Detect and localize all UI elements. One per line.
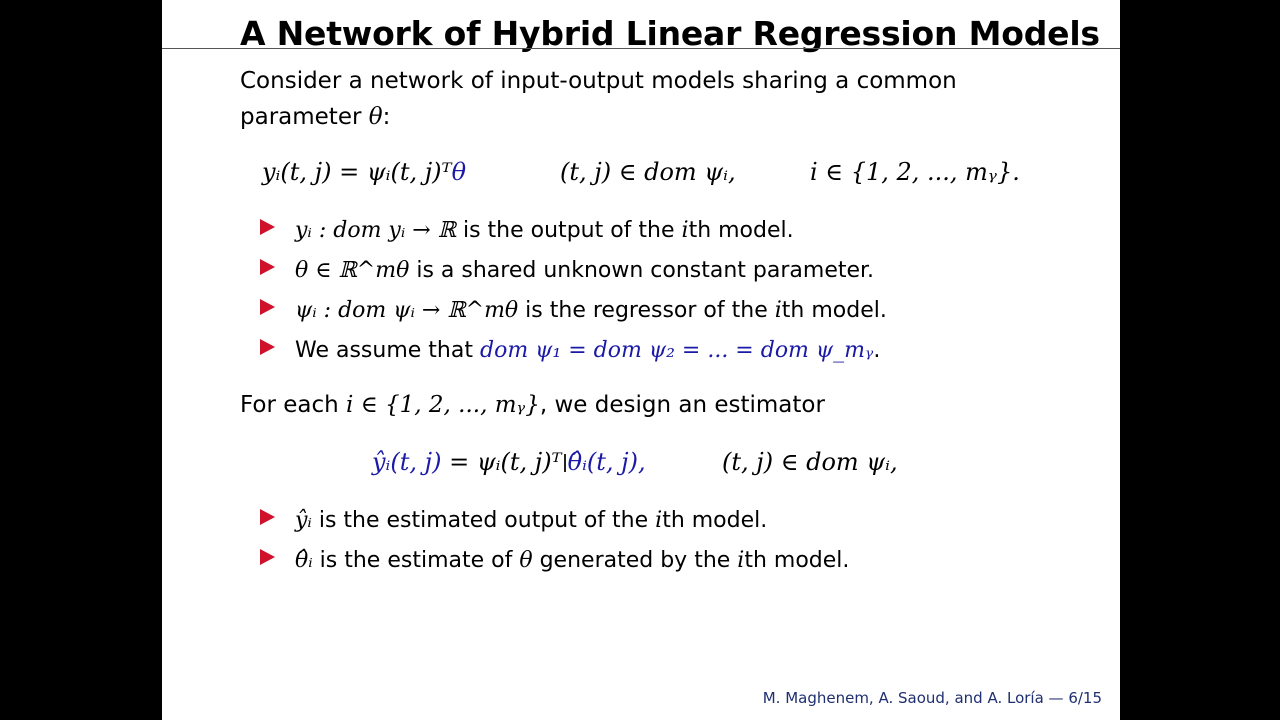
bullet-output: yᵢ : dom yᵢ → ℝ is the output of the ith… <box>260 218 794 243</box>
bullet-output-i: i <box>681 218 689 243</box>
bullet-estimated-output: ŷᵢ is the estimated output of the ith mo… <box>260 508 767 533</box>
eq1-left: yᵢ(t, j) = ψᵢ(t, j)ᵀ <box>262 158 452 186</box>
bullet-regressor-text: is the regressor of the <box>518 298 775 323</box>
bullet-triangle-icon <box>260 219 275 235</box>
bullet-triangle-icon <box>260 339 275 355</box>
for-each-text: For each <box>240 392 347 418</box>
bullet-triangle-icon <box>260 259 275 275</box>
footer-authors-page: M. Maghenem, A. Saoud, and A. Loría — 6/… <box>762 689 1102 707</box>
eq1-domain: (t, j) ∈ dom ψᵢ, <box>560 158 736 186</box>
bullet-est-theta-tail: th model. <box>744 548 850 573</box>
eq2-yhat: ŷᵢ(t, j) <box>372 448 442 476</box>
equation-model: yᵢ(t, j) = ψᵢ(t, j)ᵀθ <box>262 158 466 186</box>
bullet-parameter-math: θ ∈ ℝ^mθ <box>295 258 410 283</box>
bullet-assumption-tail: . <box>873 338 881 363</box>
bullet-output-tail: th model. <box>688 218 794 243</box>
bullet-assumption-text: We assume that <box>295 338 480 363</box>
bullet-est-theta-text: is the estimate of <box>312 548 520 573</box>
eq2-thetahat: θ̂ᵢ(t, j), <box>567 448 646 476</box>
title-divider <box>162 48 1120 49</box>
bullet-triangle-icon <box>260 509 275 525</box>
slide-title: A Network of Hybrid Linear Regression Mo… <box>240 14 1100 53</box>
bullet-regressor: ψᵢ : dom ψᵢ → ℝ^mθ is the regressor of t… <box>260 298 887 323</box>
intro-line-2: parameter θ: <box>240 104 390 130</box>
for-each-line: For each i ∈ {1, 2, ..., mᵧ}, we design … <box>240 392 825 418</box>
bullet-est-output-tail: th model. <box>662 508 768 533</box>
for-each-tail: , we design an estimator <box>539 392 825 418</box>
bullet-est-theta-i: i <box>737 548 745 573</box>
bullet-regressor-tail: th model. <box>781 298 887 323</box>
bullet-parameter-text: is a shared unknown constant parameter. <box>409 258 875 283</box>
bullet-est-output-math: ŷᵢ <box>295 508 312 533</box>
bullet-assumption-math: dom ψ₁ = dom ψ₂ = ... = dom ψ_mᵧ <box>479 338 874 363</box>
intro-line-2-end: : <box>382 104 391 130</box>
text-cursor-icon <box>563 454 566 472</box>
eq2-domain: (t, j) ∈ dom ψᵢ, <box>722 448 898 476</box>
bullet-regressor-i: i <box>774 298 782 323</box>
eq1-domain-text: (t, j) ∈ dom ψᵢ, <box>560 158 736 186</box>
bullet-output-text: is the output of the <box>456 218 682 243</box>
bullet-est-theta-text2: generated by the <box>532 548 738 573</box>
bullet-estimate-theta: θ̂ᵢ is the estimate of θ generated by th… <box>260 548 849 573</box>
eq1-index-set: i ∈ {1, 2, ..., mᵧ}. <box>810 158 1020 186</box>
bullet-est-output-text: is the estimated output of the <box>311 508 656 533</box>
eq1-index-text: i ∈ {1, 2, ..., mᵧ}. <box>810 158 1020 186</box>
eq1-theta: θ <box>451 158 467 186</box>
eq2-domain-text: (t, j) ∈ dom ψᵢ, <box>722 448 898 476</box>
intro-line-2-text: parameter <box>240 104 369 130</box>
bullet-parameter: θ ∈ ℝ^mθ is a shared unknown constant pa… <box>260 258 874 283</box>
eq2-mid: = ψᵢ(t, j)ᵀ <box>441 448 562 476</box>
for-each-math: i ∈ {1, 2, ..., mᵧ} <box>346 392 540 418</box>
bullet-regressor-math: ψᵢ : dom ψᵢ → ℝ^mθ <box>295 298 519 323</box>
bullet-output-math: yᵢ : dom yᵢ → ℝ <box>295 218 456 243</box>
theta-symbol: θ <box>368 104 383 130</box>
bullet-triangle-icon <box>260 549 275 565</box>
slide: A Network of Hybrid Linear Regression Mo… <box>162 0 1120 720</box>
bullet-est-theta-math: θ̂ᵢ <box>295 548 313 573</box>
intro-line-1: Consider a network of input-output model… <box>240 68 957 94</box>
bullet-est-theta-sym: θ <box>519 548 533 573</box>
bullet-triangle-icon <box>260 299 275 315</box>
bullet-est-output-i: i <box>655 508 663 533</box>
bullet-assumption: We assume that dom ψ₁ = dom ψ₂ = ... = d… <box>260 338 880 363</box>
